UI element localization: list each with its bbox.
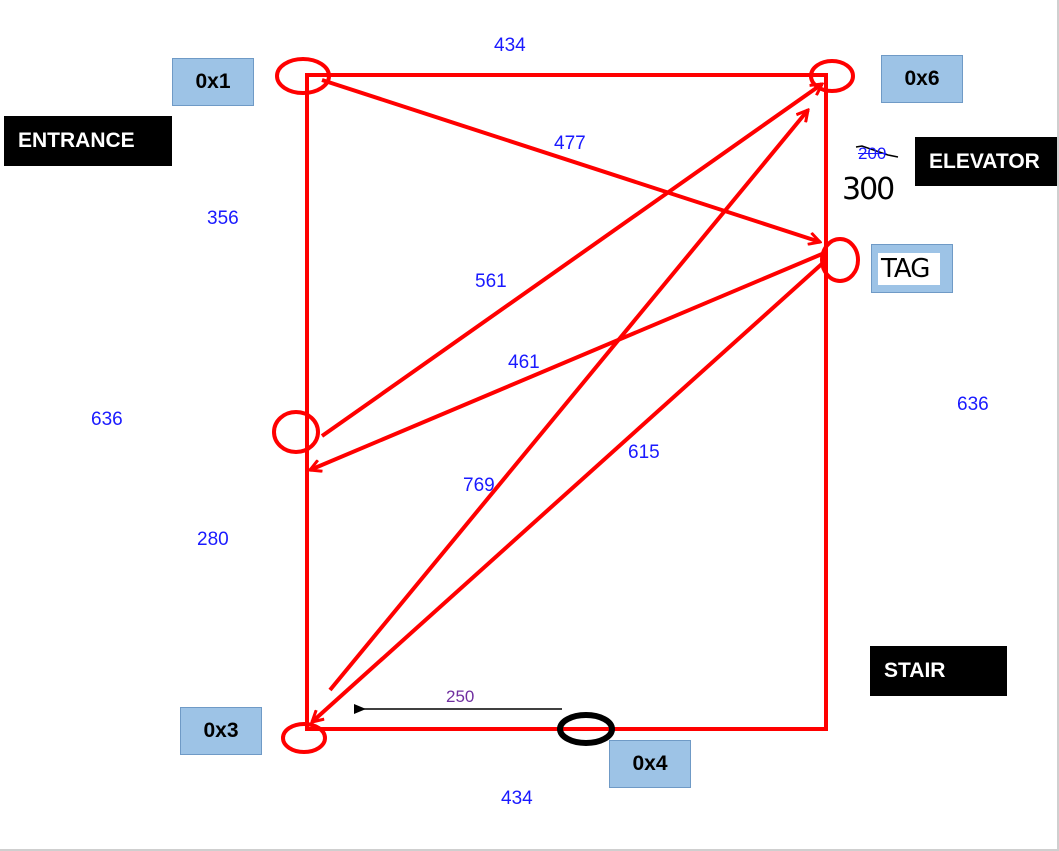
node-ellipse-mid (272, 410, 320, 454)
node-ellipse-0x4 (557, 712, 615, 746)
distance-0x4-0x3: 250 (446, 687, 475, 706)
node-ellipse-0x6 (809, 59, 855, 93)
distance-left-lower: 280 (197, 529, 229, 550)
label-elevator: ELEVATOR (915, 137, 1057, 186)
distance-tag-mid: 461 (508, 352, 540, 373)
strike-scribble (855, 145, 899, 158)
node-label-0x4: 0x4 (609, 740, 691, 788)
node-label-tag-box: TAG (871, 244, 953, 293)
path-0x1-to-tag (321, 78, 820, 242)
distance-bottom: 434 (501, 788, 533, 809)
distance-elevator-old: 200 (858, 144, 887, 163)
distance-elevator-new: 300 (842, 172, 895, 207)
distance-top: 434 (494, 35, 526, 56)
label-stair: STAIR (870, 646, 1007, 696)
label-entrance: ENTRANCE (4, 116, 172, 166)
node-ellipse-0x1 (275, 57, 331, 95)
distance-0x3-0x6: 769 (463, 475, 495, 496)
path-0x3-to-0x6 (328, 110, 808, 692)
distance-right-full: 636 (957, 394, 989, 415)
node-ellipse-tag (820, 237, 860, 283)
path-tag-to-mid (310, 252, 823, 470)
path-mid-to-0x6 (320, 84, 822, 438)
node-label-0x1: 0x1 (172, 58, 254, 106)
distance-left-upper: 356 (207, 208, 239, 229)
path-tag-to-0x3 (312, 260, 826, 722)
node-label-0x6: 0x6 (881, 55, 963, 103)
distance-tag-0x3: 615 (628, 442, 660, 463)
frame-bottom-edge (0, 849, 1059, 851)
node-ellipse-0x3 (281, 722, 327, 754)
node-label-0x3: 0x3 (180, 707, 262, 755)
corridor-rectangle (305, 73, 828, 731)
distance-mid-0x6: 561 (475, 271, 507, 292)
distance-left-full: 636 (91, 409, 123, 430)
distance-0x1-tag: 477 (554, 133, 586, 154)
frame-right-edge (1057, 0, 1059, 851)
node-label-tag: TAG (878, 253, 940, 285)
